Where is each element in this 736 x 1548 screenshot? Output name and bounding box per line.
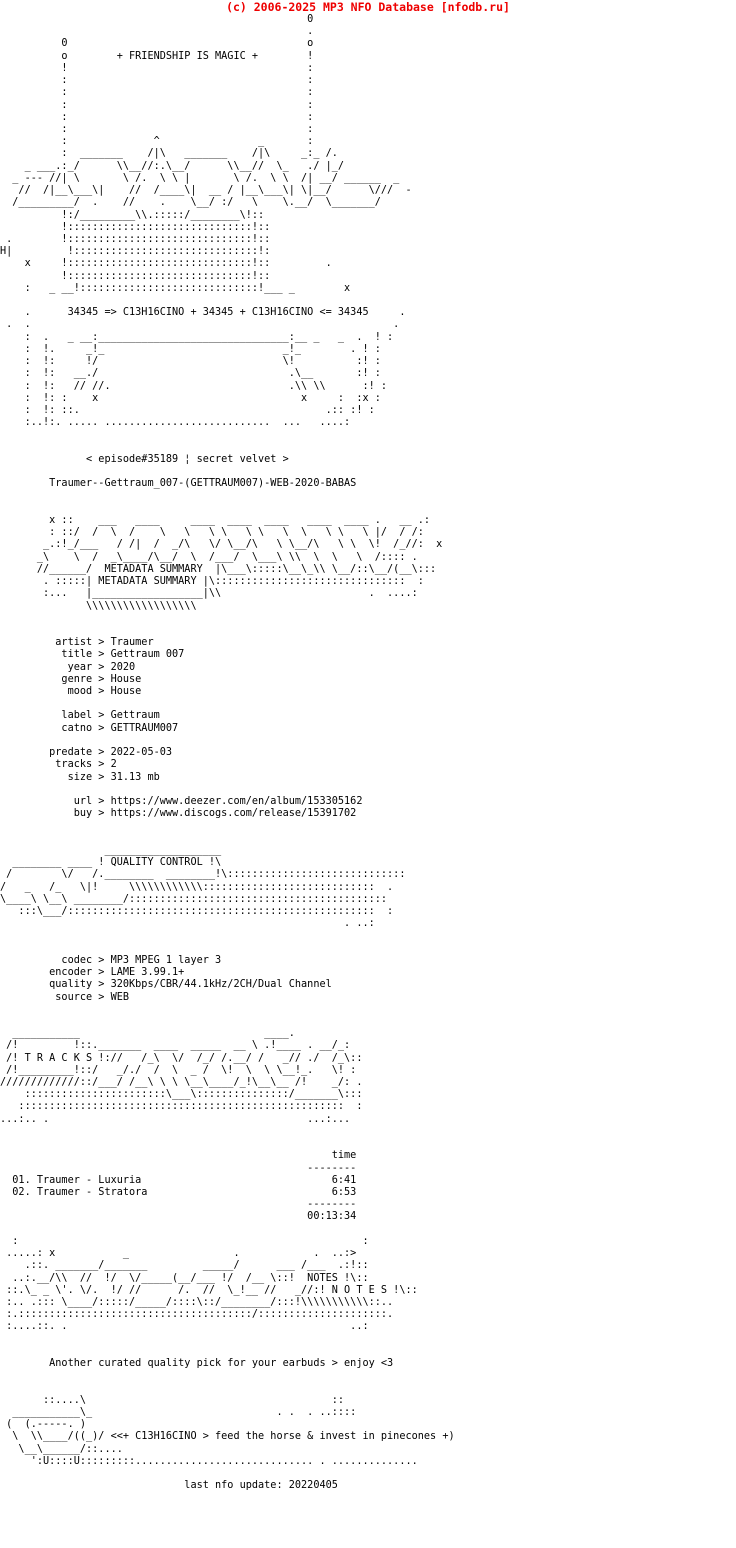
nfo-ascii-body: 0 . 0 o o + FRIENDSHIP IS MAGIC + ! ! [0, 14, 455, 1492]
nfodb-copyright-line: (c) 2006-2025 MP3 NFO Database [nfodb.ru… [226, 0, 510, 14]
